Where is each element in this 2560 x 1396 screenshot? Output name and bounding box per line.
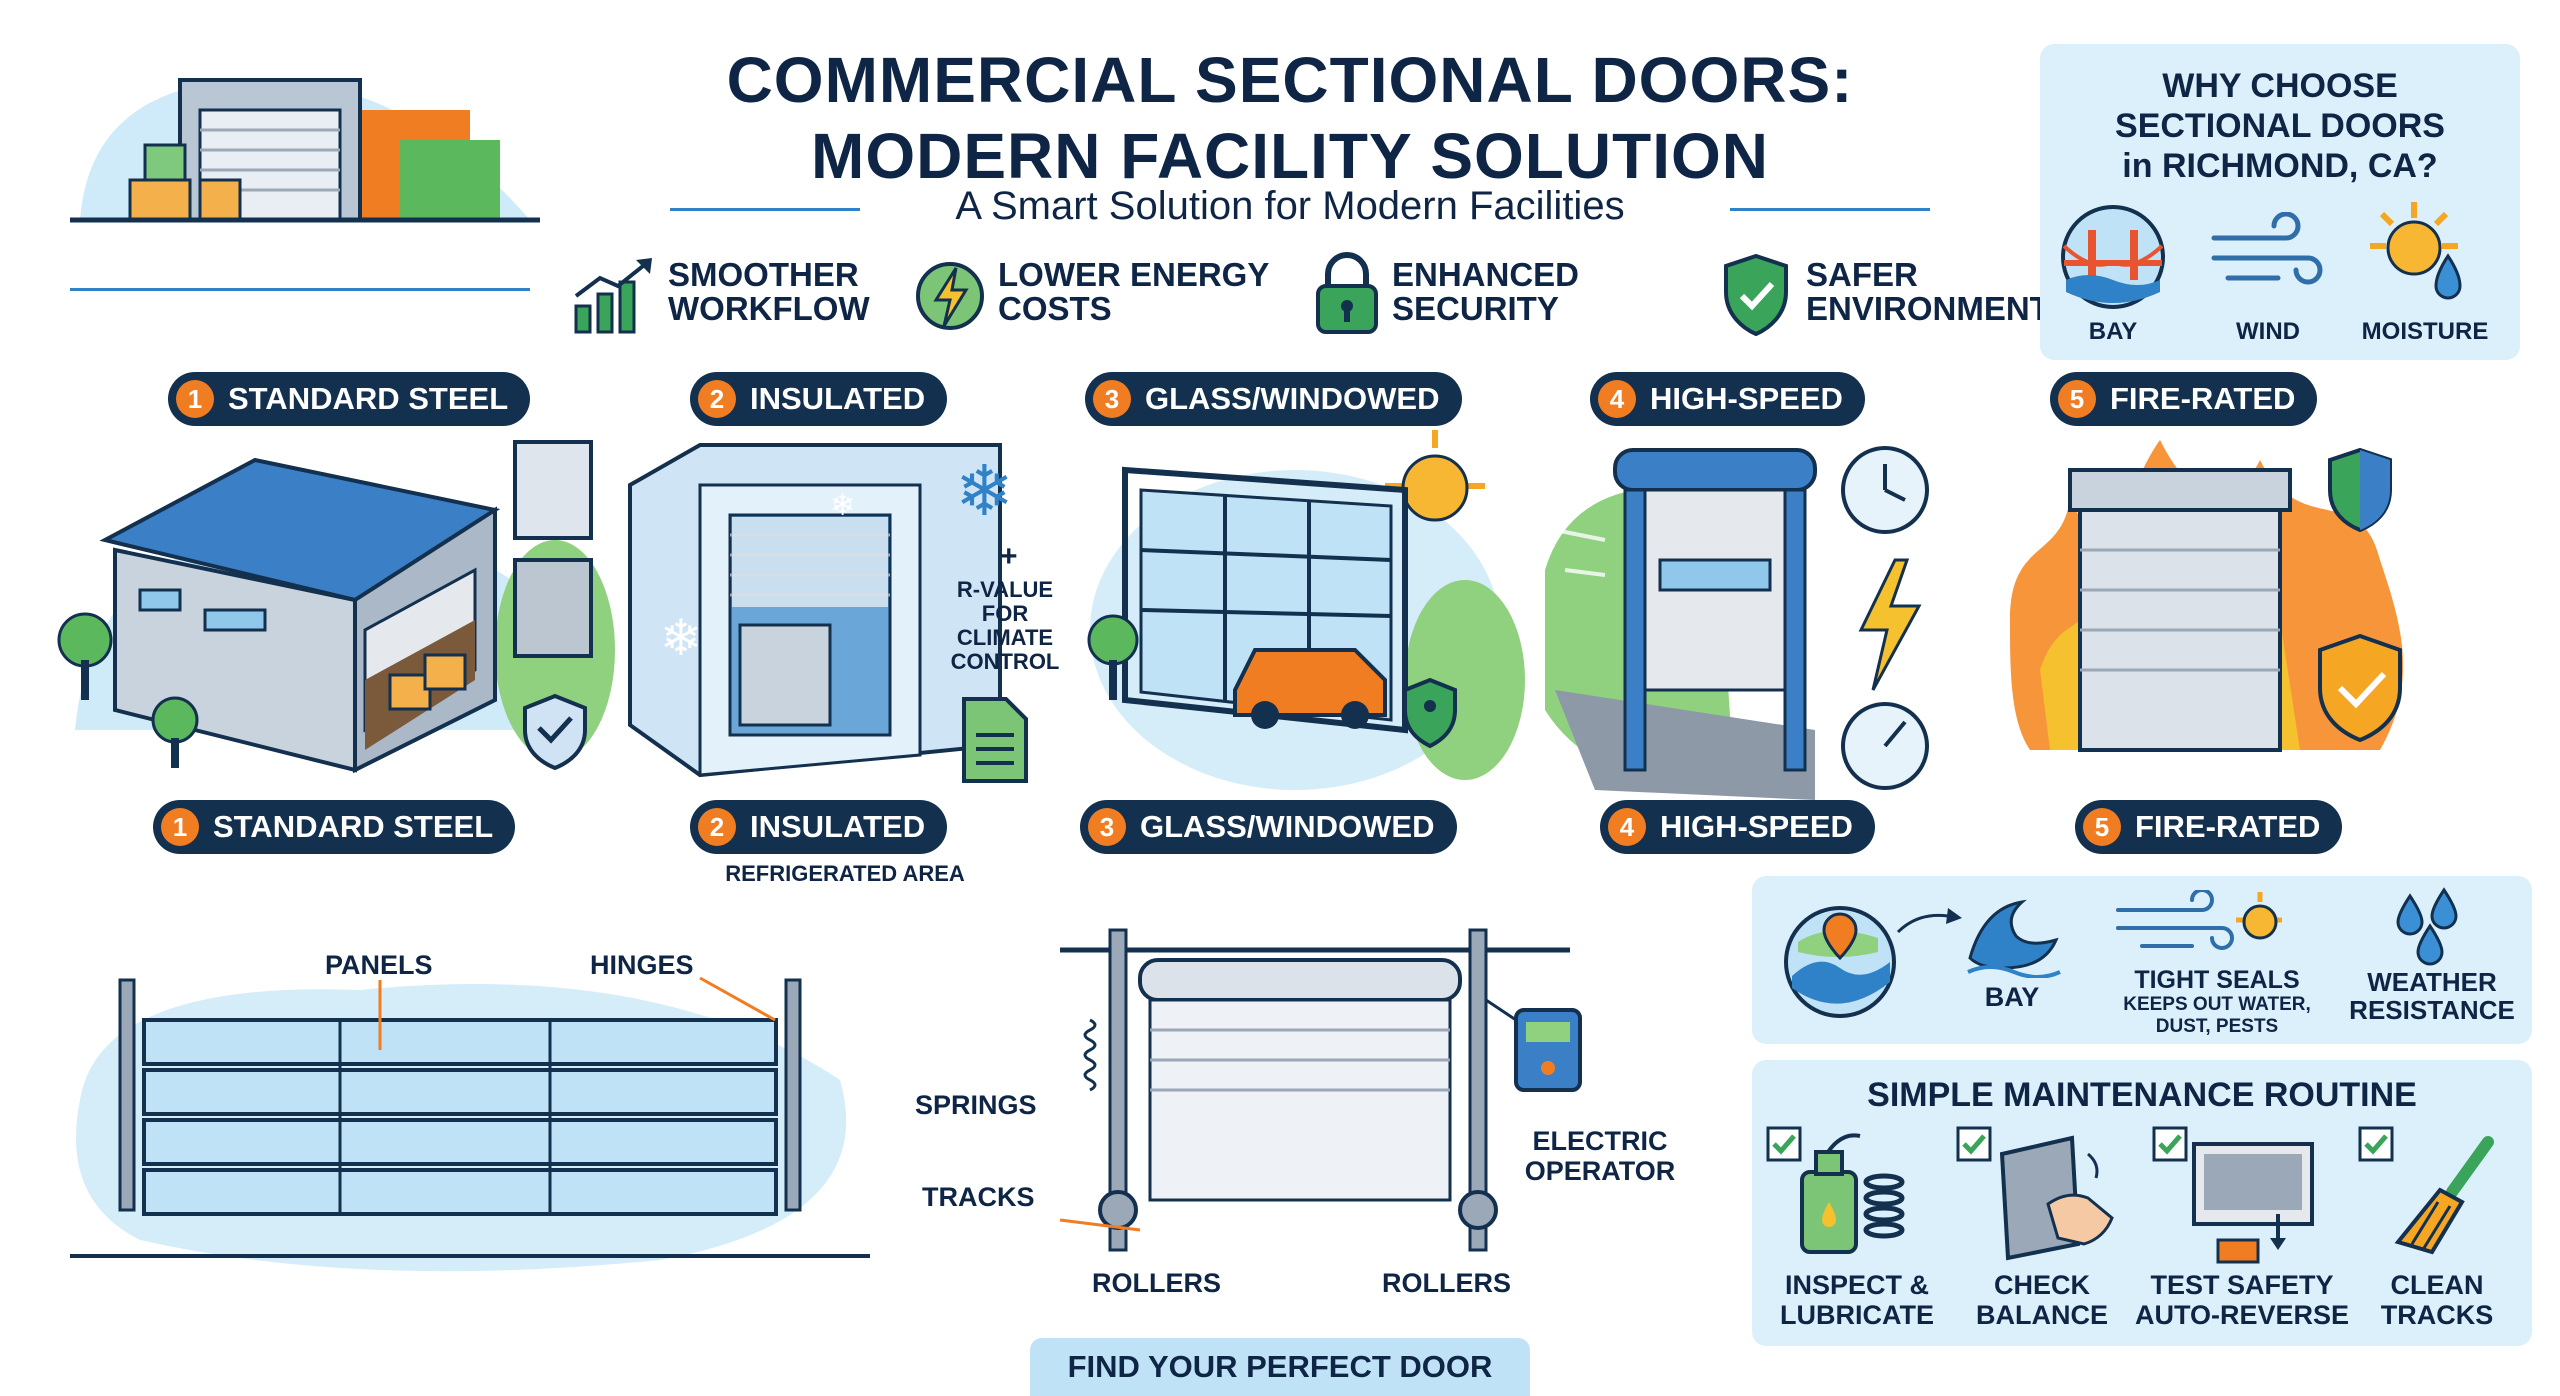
wave-icon <box>1964 888 2064 978</box>
benefit-security <box>1312 248 1382 338</box>
maintenance-panel: SIMPLE MAINTENANCE ROUTINE INSPECT & LUB… <box>1752 1060 2532 1346</box>
maintenance-title: SIMPLE MAINTENANCE ROUTINE <box>1867 1076 2417 1114</box>
why-wind-label: WIND <box>2236 318 2300 345</box>
electric-operator-label: ELECTRIC OPERATOR <box>1524 1126 1676 1186</box>
check-balance-label: CHECK BALANCE <box>1976 1270 2108 1330</box>
springs-label: SPRINGS <box>915 1090 1037 1120</box>
hero-warehouse-illustration <box>70 50 540 240</box>
location-map-icon <box>1778 892 1968 1022</box>
hinges-label: HINGES <box>590 950 694 980</box>
hand-balance-icon <box>1988 1134 2118 1264</box>
panel-hinge-diagram <box>60 920 880 1280</box>
fire-rated-illustration <box>2000 420 2440 800</box>
find-your-door-button[interactable]: FIND YOUR PERFECT DOOR <box>1030 1338 1530 1396</box>
bridge-bay-icon <box>2058 202 2168 312</box>
benefit-security-label: ENHANCED SECURITY <box>1392 256 1580 327</box>
checkmark-icon <box>1766 1126 1802 1162</box>
header-left-rule <box>70 288 530 291</box>
title-line-2: MODERN FACILITY SOLUTION <box>811 120 1769 192</box>
weather-panel: BAY TIGHT SEALS KEEPS OUT WATER, DUST, P… <box>1752 876 2532 1044</box>
wind-icon <box>2208 212 2328 302</box>
checkmark-icon <box>2358 1126 2394 1162</box>
panels-label: PANELS <box>325 950 433 980</box>
document-icon <box>960 695 1030 785</box>
sun-drop-icon <box>2360 200 2480 310</box>
padlock-icon <box>1316 252 1378 334</box>
checkmark-icon <box>1956 1126 1992 1162</box>
weather-bay-label: BAY <box>1984 982 2040 1012</box>
seal-wind-icon <box>2112 890 2282 960</box>
title-line-1: COMMERCIAL SECTIONAL DOORS: <box>726 44 1854 116</box>
page-title: COMMERCIAL SECTIONAL DOORS: MODERN FACIL… <box>560 42 2020 194</box>
brush-icon <box>2392 1132 2512 1262</box>
checkmark-icon <box>2152 1126 2188 1162</box>
inspect-lubricate-label: INSPECT & LUBRICATE <box>1780 1270 1934 1330</box>
refrigerated-area-note: REFRIGERATED AREA <box>725 861 965 886</box>
high-speed-illustration <box>1535 430 1955 800</box>
why-bay-label: BAY <box>2088 318 2138 345</box>
why-choose-panel: WHY CHOOSE SECTIONAL DOORS in RICHMOND, … <box>2040 44 2520 360</box>
tracks-label: TRACKS <box>922 1182 1035 1212</box>
oil-can-icon <box>1792 1132 1912 1262</box>
svg-text:❄: ❄ <box>830 488 855 523</box>
benefit-workflow <box>570 256 660 336</box>
insulated-illustration: ❄ ❄ <box>620 425 1070 795</box>
benefit-energy <box>912 254 992 338</box>
benefit-energy-label: LOWER ENERGY COSTS <box>998 256 1270 327</box>
benefit-safety <box>1720 252 1792 338</box>
shield-check-icon <box>1724 253 1788 337</box>
rain-drops-icon <box>2380 886 2480 966</box>
insulated-plus: + <box>1000 540 1018 573</box>
why-choose-title: WHY CHOOSE SECTIONAL DOORS in RICHMOND, … <box>2115 67 2445 185</box>
safety-sensor-icon <box>2188 1134 2318 1264</box>
why-moisture-label: MOISTURE <box>2361 318 2489 345</box>
tight-seals-label: TIGHT SEALS <box>2134 966 2300 994</box>
r-value-note: R-VALUE FOR CLIMATE CONTROL <box>950 577 1060 674</box>
standard-steel-illustration <box>55 430 615 800</box>
page-subtitle: A Smart Solution for Modern Facilities <box>955 184 1625 228</box>
energy-bolt-icon <box>916 262 984 330</box>
svg-text:❄: ❄ <box>660 609 702 667</box>
benefit-workflow-label: SMOOTHER WORKFLOW <box>668 256 870 327</box>
growth-chart-icon <box>574 258 652 334</box>
door-mechanism-diagram <box>1050 920 1610 1280</box>
clean-tracks-label: CLEAN TRACKS <box>2380 1270 2494 1330</box>
benefit-safety-label: SAFER ENVIRONMENT <box>1806 256 2050 327</box>
snowflake-icon: ❄ <box>955 450 1014 532</box>
subtitle-rule-left <box>670 208 860 211</box>
weather-resistance-label: WEATHER RESISTANCE <box>2349 967 2515 1025</box>
glass-windowed-illustration <box>1085 430 1535 800</box>
subtitle-rule-right <box>1730 208 1930 211</box>
test-safety-label: TEST SAFETY AUTO-REVERSE <box>2134 1270 2350 1330</box>
tight-seals-sub: KEEPS OUT WATER, DUST, PESTS <box>2123 994 2311 1037</box>
rollers-left-label: ROLLERS <box>1092 1268 1222 1298</box>
rollers-right-label: ROLLERS <box>1382 1268 1512 1298</box>
